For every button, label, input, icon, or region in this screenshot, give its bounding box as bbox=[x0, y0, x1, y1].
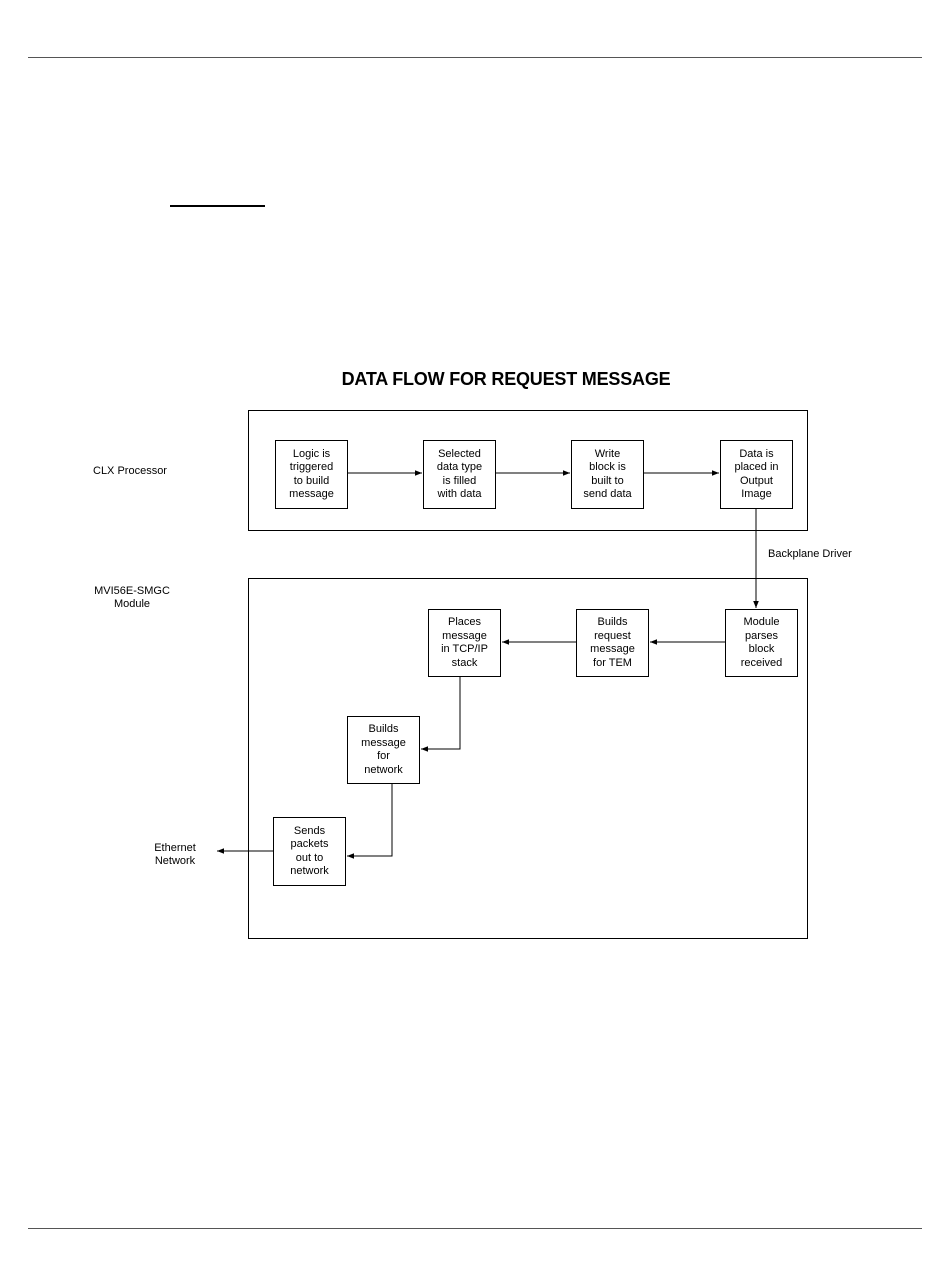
ethernet-network-label: Ethernet Network bbox=[154, 842, 196, 867]
step-places-tcpip: Places message in TCP/IP stack bbox=[428, 609, 501, 677]
arrow-tcpip-to-network-message bbox=[421, 677, 461, 752]
step-builds-request: Builds request message for TEM bbox=[576, 609, 649, 677]
step-logic-triggered: Logic is triggered to build message bbox=[275, 440, 348, 509]
module-region bbox=[248, 578, 808, 939]
step-builds-network-message: Builds message for network bbox=[347, 716, 420, 784]
arrow-network-message-to-sends bbox=[347, 784, 393, 859]
diagram-title: DATA FLOW FOR REQUEST MESSAGE bbox=[341, 369, 671, 389]
step-selected-data-type: Selected data type is filled with data bbox=[423, 440, 496, 509]
clx-processor-region bbox=[248, 410, 808, 531]
top-rule bbox=[28, 57, 922, 58]
bottom-rule bbox=[28, 1228, 922, 1229]
step-output-image: Data is placed in Output Image bbox=[720, 440, 793, 509]
module-label: MVI56E-SMGC Module bbox=[94, 585, 170, 610]
heading-underline bbox=[170, 205, 265, 207]
backplane-driver-label: Backplane Driver bbox=[768, 548, 852, 560]
step-module-parses: Module parses block received bbox=[725, 609, 798, 677]
clx-processor-label: CLX Processor bbox=[93, 465, 167, 477]
step-sends-packets: Sends packets out to network bbox=[273, 817, 346, 886]
step-write-block: Write block is built to send data bbox=[571, 440, 644, 509]
